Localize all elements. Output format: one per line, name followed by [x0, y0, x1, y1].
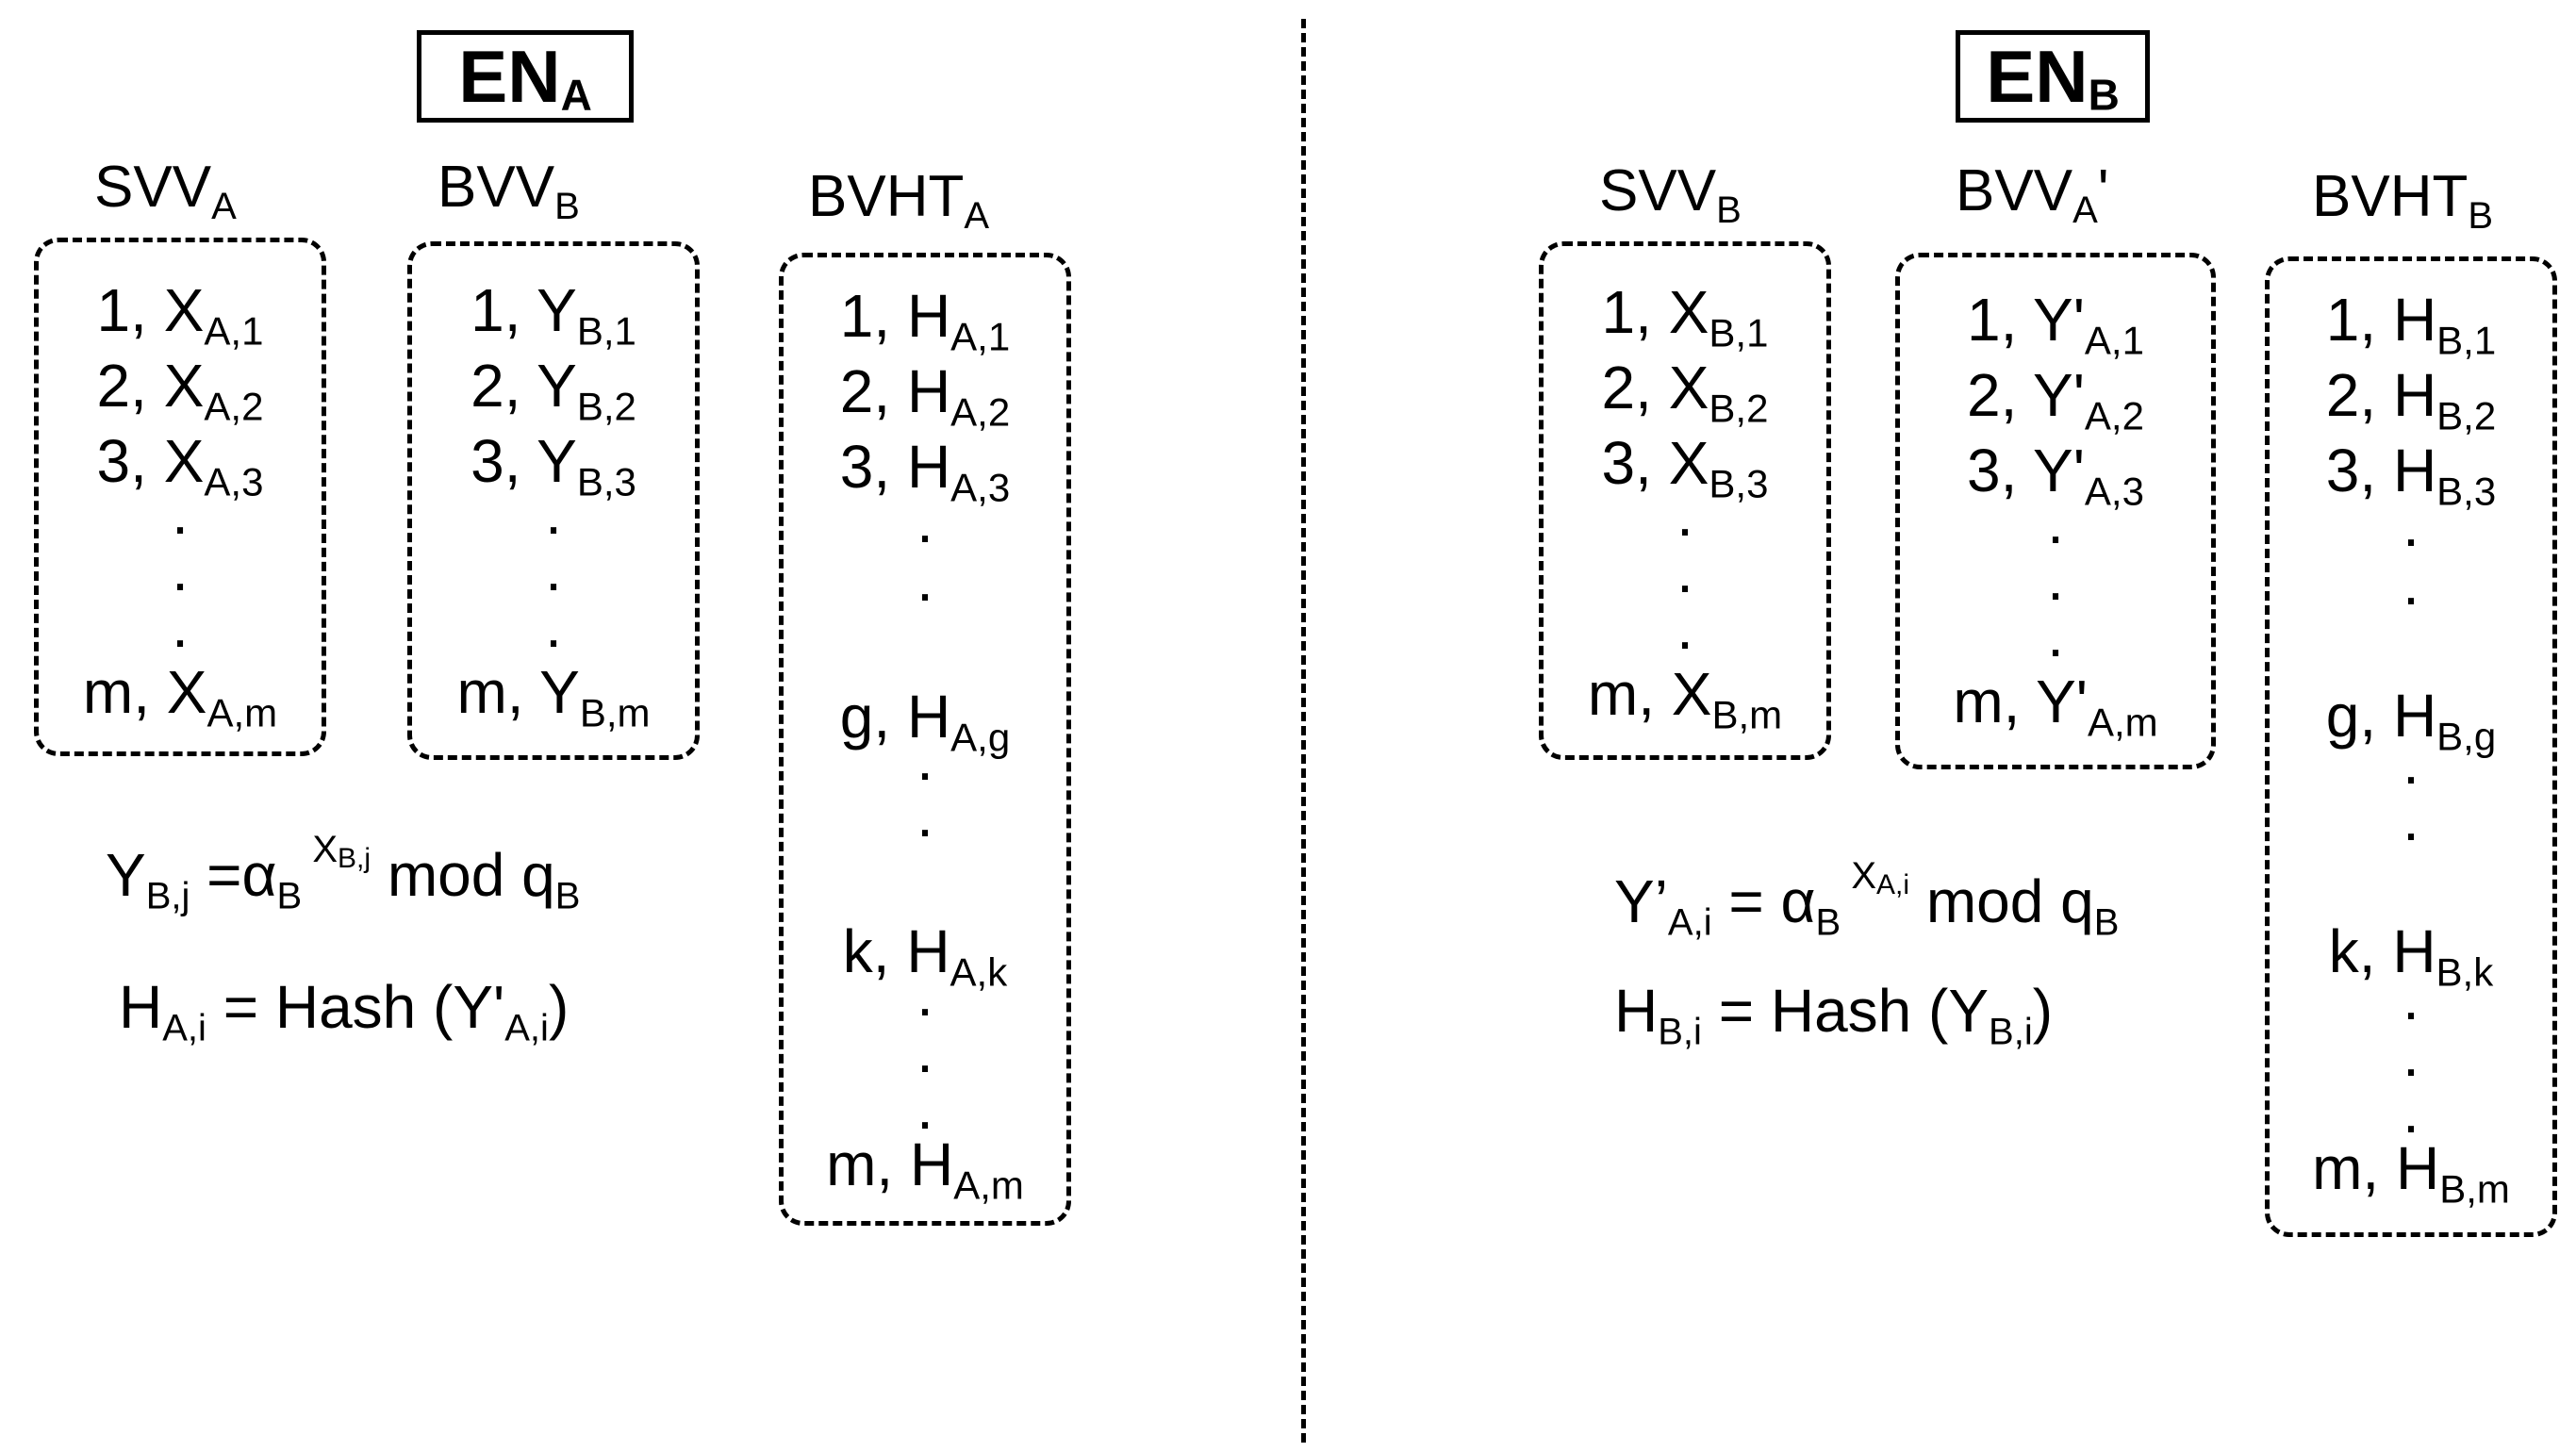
bvht-b-header: BVHTB	[2312, 168, 2493, 235]
formula-y-b-j: YB,j =αB XB,j mod qB	[106, 829, 581, 917]
svv-b-header: SVVB	[1599, 162, 1742, 229]
bvht-b-ellipsis-dot: .	[2403, 965, 2419, 1032]
bvv-b-entry-2: 2, YB,2	[471, 352, 636, 429]
bvht-a-header-main: BVHT	[808, 164, 965, 229]
bvht-b-entry-1: 1, HB,1	[2325, 286, 2497, 363]
bvht-a-entry-2: 2, HA,2	[839, 357, 1011, 435]
bvht-a-ellipsis-dot: .	[916, 546, 933, 614]
bvv-a-prime-header-sub: A	[2072, 189, 2098, 231]
bvht-a-ellipsis-dot: .	[916, 487, 933, 555]
bvv-a-prime-mark: '	[2097, 158, 2109, 223]
formula-h-b-i: HB,i = Hash (YB,i)	[1614, 977, 2054, 1053]
bvv-b-entry-1: 1, YB,1	[471, 276, 636, 354]
svv-a-ellipsis-dot: .	[172, 536, 189, 603]
center-divider	[1301, 19, 1306, 1443]
bvv-b-ellipsis-dot: .	[545, 592, 562, 660]
bvv-b-header-main: BVV	[438, 155, 555, 220]
svv-b-entry-m: m, XB,m	[1587, 660, 1783, 737]
bvht-a-ellipsis-dot: .	[916, 1017, 933, 1085]
en-b-title-sub: B	[2088, 70, 2120, 120]
bvv-a-prime-ellipsis-dot: .	[2047, 602, 2064, 669]
bvht-b-ellipsis-dot: .	[2403, 785, 2419, 853]
en-b-title-main: EN	[1986, 35, 2089, 118]
bvv-b-entry-m: m, YB,m	[456, 658, 651, 735]
bvv-b-ellipsis-dot: .	[545, 536, 562, 603]
bvht-a-ellipsis-dot: .	[916, 961, 933, 1029]
bvht-a-header: BVHTA	[808, 168, 989, 235]
svv-a-ellipsis-dot: .	[172, 592, 189, 660]
bvv-b-box: 1, YB,1 2, YB,2 3, YB,3 . . . m, YB,m	[407, 241, 700, 760]
bvv-a-prime-ellipsis-dot: .	[2047, 545, 2064, 613]
bvht-b-ellipsis-dot: .	[2403, 550, 2419, 618]
bvht-a-box: 1, HA,1 2, HA,2 3, HA,3 . . g, HA,g . . …	[779, 253, 1071, 1226]
bvv-b-header: BVVB	[438, 155, 580, 225]
bvv-a-prime-box: 1, Y'A,1 2, Y'A,2 3, Y'A,3 . . . m, Y'A,…	[1895, 253, 2216, 769]
bvht-b-ellipsis-dot: .	[2403, 1021, 2419, 1089]
formula-h-a-i: HA,i = Hash (Y'A,i)	[119, 973, 570, 1049]
bvht-b-entry-g: g, HB,g	[2325, 682, 2497, 759]
svv-a-entry-3: 3, XA,3	[96, 427, 264, 504]
svv-b-header-main: SVV	[1599, 158, 1717, 223]
en-a-title-sub: A	[560, 70, 592, 120]
en-a-title-main: EN	[458, 35, 561, 118]
bvv-a-prime-header: BVVA'	[1956, 162, 2109, 229]
bvht-b-entry-3: 3, HB,3	[2325, 437, 2497, 514]
bvht-b-ellipsis-dot: .	[2403, 1078, 2419, 1146]
bvv-a-prime-entry-2: 2, Y'A,2	[1967, 361, 2144, 438]
bvht-b-entry-2: 2, HB,2	[2325, 361, 2497, 438]
bvv-b-entry-3: 3, YB,3	[471, 427, 636, 504]
bvv-b-ellipsis-dot: .	[545, 479, 562, 547]
bvv-a-prime-header-main: BVV	[1956, 158, 2073, 223]
bvv-a-prime-ellipsis-dot: .	[2047, 488, 2064, 556]
bvht-a-entry-1: 1, HA,1	[839, 282, 1011, 359]
svv-b-ellipsis-dot: .	[1676, 594, 1693, 662]
bvv-a-prime-entry-m: m, Y'A,m	[1953, 668, 2158, 745]
en-b-title: ENB	[1956, 30, 2150, 123]
bvht-a-entry-3: 3, HA,3	[839, 433, 1011, 510]
bvht-a-ellipsis-dot: .	[916, 1074, 933, 1142]
bvht-a-entry-m: m, HA,m	[826, 1130, 1024, 1208]
bvht-a-ellipsis-dot: .	[916, 782, 933, 850]
bvv-a-prime-entry-1: 1, Y'A,1	[1967, 286, 2144, 363]
svv-b-entry-3: 3, XB,3	[1601, 429, 1769, 506]
en-a-title: ENA	[417, 30, 634, 123]
bvht-a-entry-k: k, HA,k	[842, 917, 1008, 995]
bvht-b-entry-k: k, HB,k	[2328, 917, 2494, 995]
bvht-b-box: 1, HB,1 2, HB,2 3, HB,3 . . g, HB,g . . …	[2265, 256, 2557, 1237]
svv-a-entry-2: 2, XA,2	[96, 352, 264, 429]
svv-a-entry-m: m, XA,m	[82, 658, 278, 735]
bvht-b-ellipsis-dot: .	[2403, 491, 2419, 559]
bvv-a-prime-entry-3: 3, Y'A,3	[1967, 437, 2144, 514]
svv-b-box: 1, XB,1 2, XB,2 3, XB,3 . . . m, XB,m	[1539, 241, 1831, 760]
svv-a-ellipsis-dot: .	[172, 479, 189, 547]
bvht-a-entry-g: g, HA,g	[839, 683, 1011, 760]
svv-a-header: SVVA	[94, 155, 237, 225]
svv-a-entry-1: 1, XA,1	[96, 276, 264, 354]
svv-a-header-sub: A	[211, 185, 237, 227]
bvht-a-ellipsis-dot: .	[916, 725, 933, 793]
formula-y-prime-a-i: Y’A,i = αB XA,i mod qB	[1614, 855, 2120, 944]
svv-a-header-main: SVV	[94, 155, 212, 220]
svv-a-box: 1, XA,1 2, XA,2 3, XA,3 . . . m, XA,m	[34, 238, 326, 756]
svv-b-header-sub: B	[1716, 189, 1742, 231]
bvht-b-ellipsis-dot: .	[2403, 729, 2419, 797]
svv-b-ellipsis-dot: .	[1676, 537, 1693, 605]
bvht-b-header-sub: B	[2468, 194, 2494, 237]
svv-b-entry-1: 1, XB,1	[1601, 278, 1769, 355]
svv-b-entry-2: 2, XB,2	[1601, 354, 1769, 431]
bvht-b-header-main: BVHT	[2312, 164, 2469, 229]
bvht-a-header-sub: A	[964, 194, 990, 237]
bvv-b-header-sub: B	[554, 185, 580, 227]
bvht-b-entry-m: m, HB,m	[2312, 1134, 2510, 1212]
svv-b-ellipsis-dot: .	[1676, 481, 1693, 549]
